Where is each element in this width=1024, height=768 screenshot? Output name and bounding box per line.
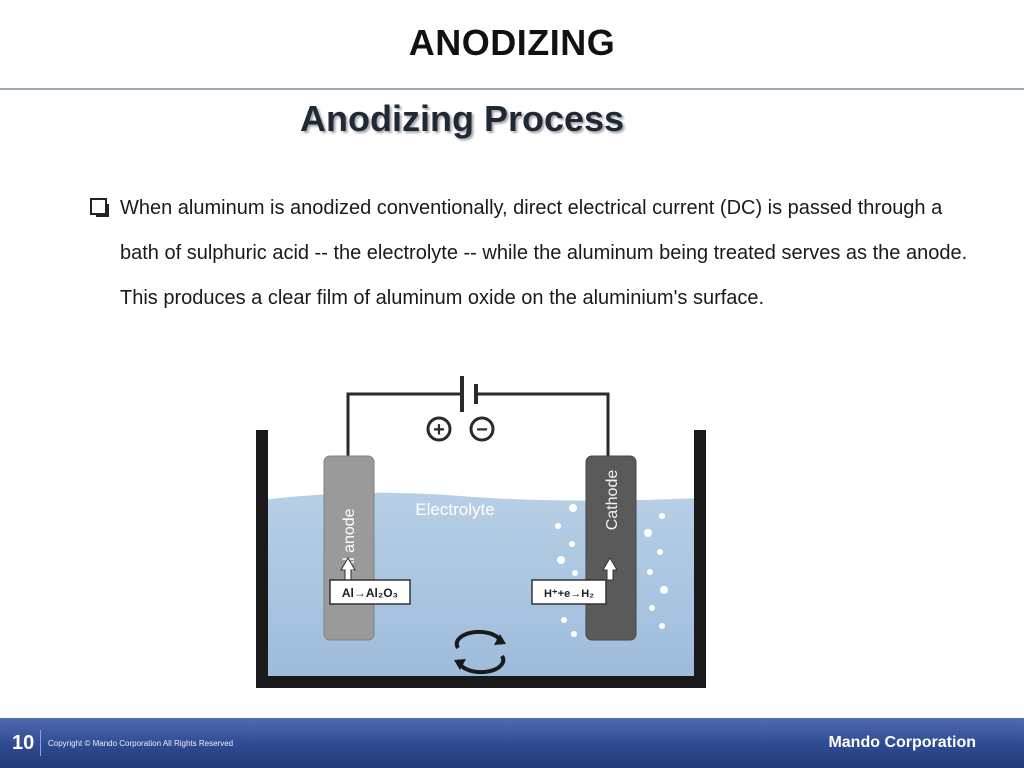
minus-symbol: − [476,419,488,441]
company-name: Mando Corporation [828,734,976,751]
electrolyte-label: Electrolyte [415,500,494,519]
footer-bar: 10 Copyright © Mando Corporation All Rig… [0,718,1024,768]
slide-subtitle: Anodizing Process [300,98,625,139]
wire-cathode [476,392,610,463]
cathode-reaction: H⁺+e→H₂ [544,588,594,600]
wire-anode [346,392,462,463]
checkbox-bullet-icon [90,198,109,217]
cathode-reaction-box [531,579,607,605]
bullet-text: When aluminum is anodized conventionally… [120,197,968,309]
plus-symbol: + [433,419,445,441]
copyright-text: Copyright © Mando Corporation All Rights… [48,739,234,748]
anode-reaction-box [329,579,411,605]
title-divider [0,88,1024,90]
circulation-arrows-icon [454,629,506,675]
anodizing-diagram: + − Al anode Cathode Electrolyte Al→Al₂O… [256,376,706,688]
plus-terminal-icon [426,416,452,442]
bullet-point: When aluminum is anodized conventionally… [90,186,970,321]
tank [256,430,706,688]
hydrogen-bubbles [555,490,668,637]
cathode-label: Cathode [604,470,621,531]
footer-divider [40,730,41,756]
page-number: 10 [12,732,35,754]
cathode-arrow-icon [602,557,618,581]
minus-terminal-icon [469,416,495,442]
anode-label: Al anode [341,508,358,571]
slide-title: ANODIZING [408,22,616,63]
anode-reaction: Al→Al₂O₃ [342,586,398,600]
